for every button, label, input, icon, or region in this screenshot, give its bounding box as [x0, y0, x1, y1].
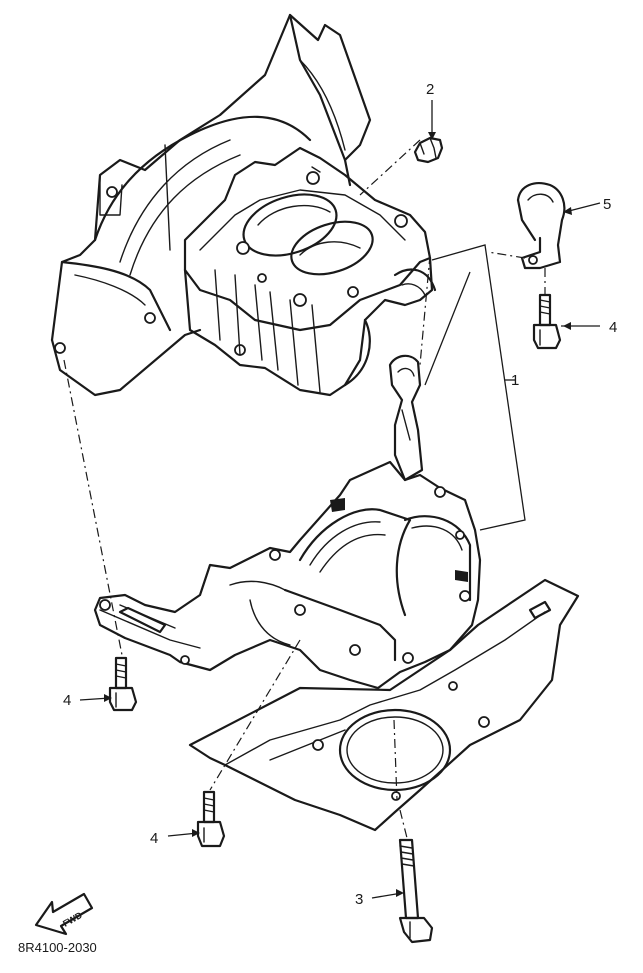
upper-crankcase	[50, 13, 437, 397]
diagram-code: 8R4100-2030	[18, 940, 97, 955]
callout-part-5: 5	[603, 196, 611, 213]
part-5-clamp	[516, 182, 566, 270]
part-4-right-bolt	[532, 293, 562, 350]
crankcase-gasket	[388, 354, 424, 482]
fwd-label: FWD	[61, 910, 84, 929]
callout-part-4-left-lower: 4	[150, 830, 158, 847]
callout-part-2: 2	[426, 81, 434, 98]
callout-part-4-left-upper: 4	[63, 692, 71, 709]
leader-lines	[63, 100, 601, 899]
part-2-plug	[413, 136, 444, 164]
part-3-long-bolt	[398, 838, 434, 944]
forward-arrow-icon: FWD	[34, 892, 94, 936]
lower-crankcase	[93, 460, 482, 690]
callout-part-4-right: 4	[609, 319, 617, 336]
callout-part-3: 3	[355, 891, 363, 908]
bottom-cover-plate	[188, 578, 580, 832]
part-4-left-upper-bolt	[108, 656, 138, 712]
callout-part-1: 1	[511, 372, 519, 389]
part-4-left-lower-bolt	[196, 790, 226, 848]
